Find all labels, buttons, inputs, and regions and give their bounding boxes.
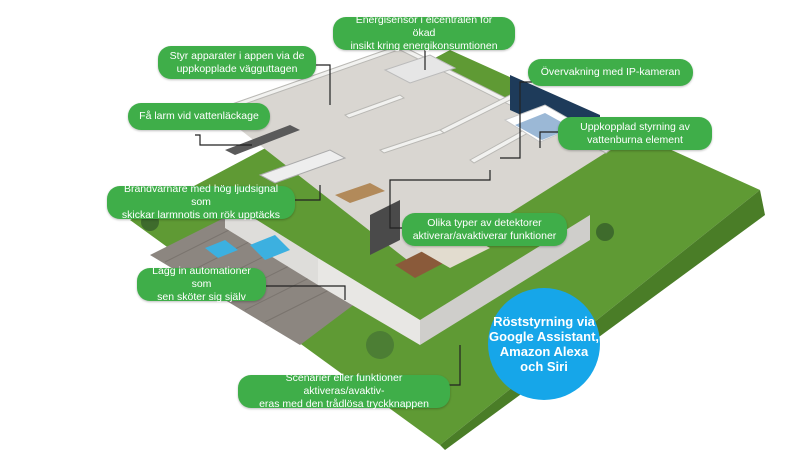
front-wall-left [318, 258, 420, 345]
callout-text: Brandvarnare med hög ljudsignal som [123, 183, 279, 208]
callout-text: Styr apparater i appen via de [169, 49, 305, 62]
callout-text: Övervakning med IP-kameran [540, 66, 681, 78]
callout-text: insikt kring energikonsumtionen [350, 40, 498, 52]
callout-text: Scenarier eller funktioner aktiveras/ava… [285, 372, 403, 397]
front-wall-right [420, 215, 590, 345]
callout-text: sen sköter sig själv [157, 291, 246, 303]
callout-text: Energisensor i elcentralen för ökad [355, 14, 493, 39]
kitchen-island [258, 149, 347, 184]
voice-text: Röststyrning via [493, 314, 595, 329]
callout-text: Lägg in automationer som [152, 265, 251, 290]
lounge-chair-1 [205, 240, 238, 258]
callout-text: skickar larmnotis om rök upptäcks [121, 209, 281, 221]
plant [596, 223, 614, 241]
voice-control-badge: Röststyrning via Google Assistant, Amazo… [488, 288, 600, 400]
callout-text: uppkopplade vägguttagen [176, 62, 298, 75]
voice-text: och Siri [520, 359, 568, 374]
callout-scenarios: Scenarier eller funktioner aktiveras/ava… [238, 372, 450, 410]
lounge-chair-2 [250, 235, 290, 260]
callout-text: Få larm vid vattenläckage [139, 110, 259, 122]
callout-water-leak: Få larm vid vattenläckage [128, 103, 270, 130]
voice-text: Google Assistant, [488, 329, 600, 344]
callout-text: Uppkopplad styrning av [580, 120, 690, 133]
callout-text: Olika typer av detektorer [427, 216, 542, 229]
callout-text: vattenburna element [587, 133, 683, 146]
bathroom [383, 54, 457, 84]
connector-lines [195, 47, 565, 386]
bed-blanket [515, 113, 572, 140]
kitchen-counter [225, 125, 300, 155]
plant [366, 331, 394, 359]
voice-text: Amazon Alexa [499, 344, 589, 359]
dining-table [335, 183, 385, 203]
callout-text: eras med den trådlösa tryckknappen [259, 398, 429, 410]
tv-wall [370, 200, 400, 255]
callout-text: aktiverar/avaktiverar funktioner [412, 229, 557, 242]
callout-ip-camera: Övervakning med IP-kameran [528, 59, 693, 86]
